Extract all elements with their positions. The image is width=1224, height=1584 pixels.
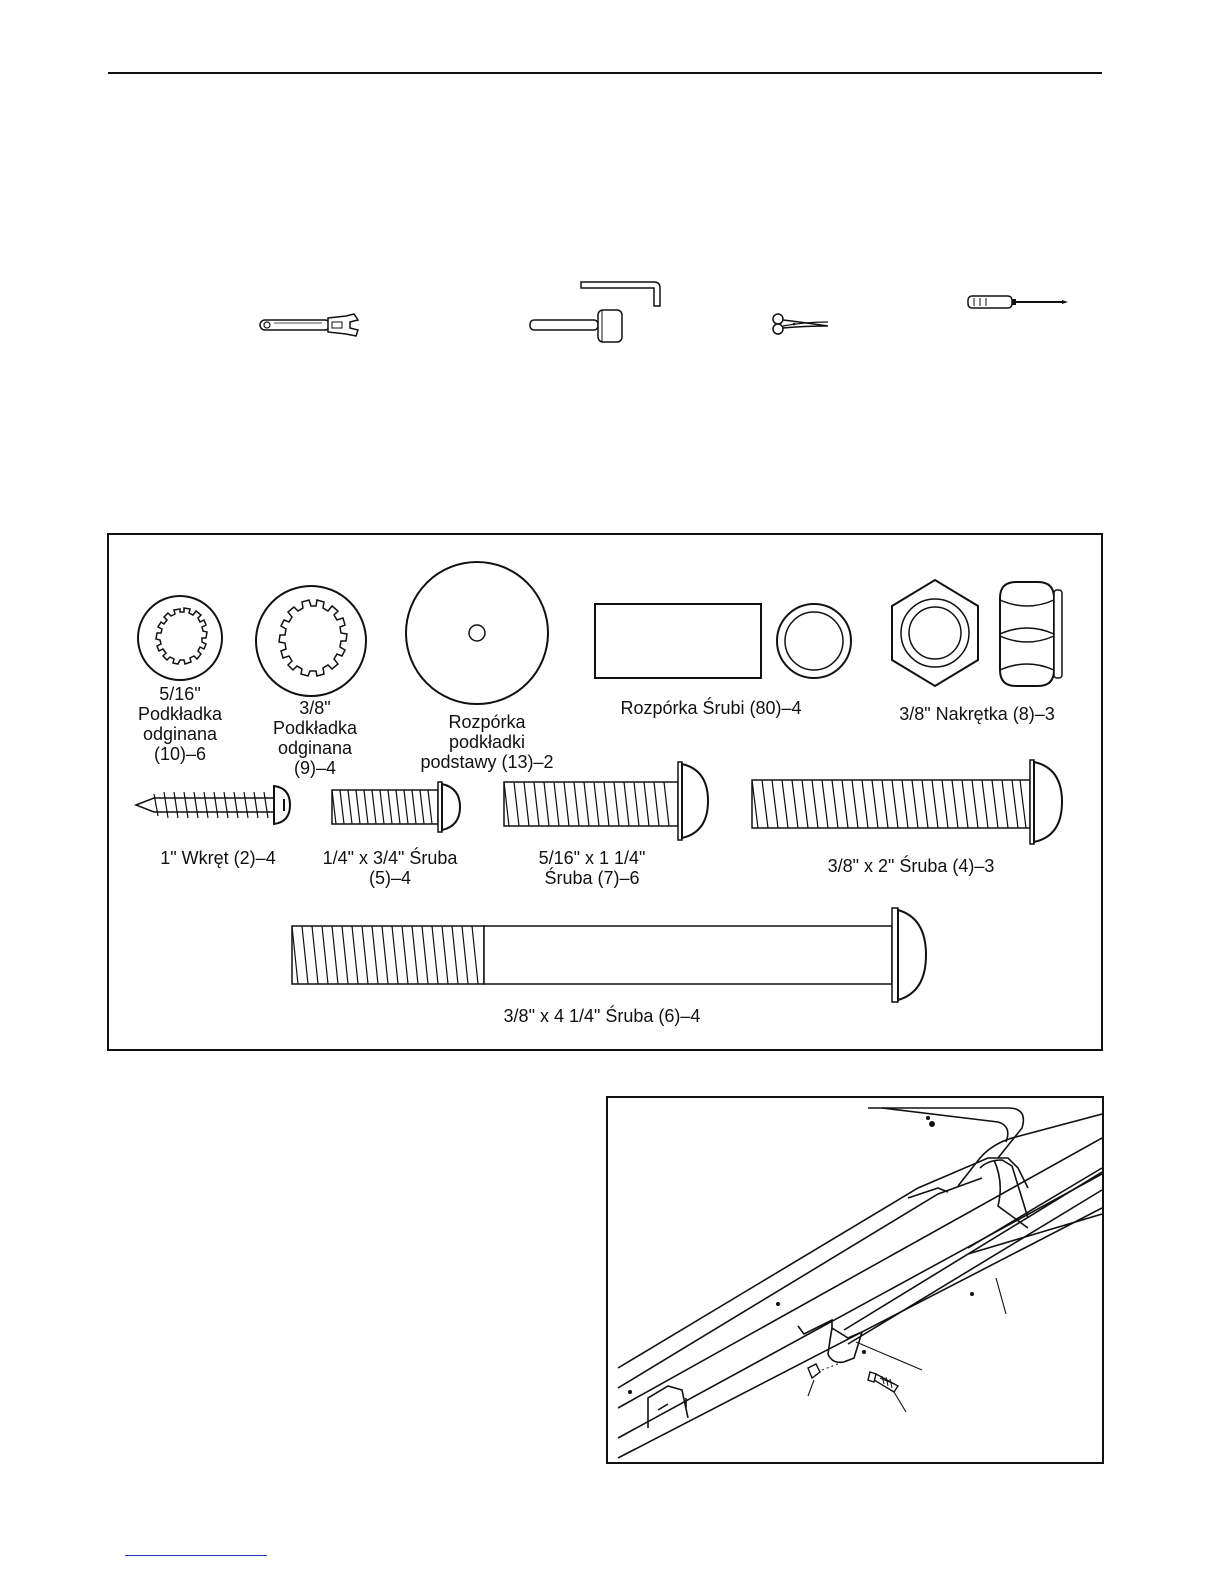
screw-2-icon xyxy=(134,782,294,828)
part-5-qty: (5)–4 xyxy=(308,868,472,888)
part-9-qty: (9)–4 xyxy=(250,758,380,778)
bolt-4-icon xyxy=(750,758,1066,846)
part-7-label: 5/16" x 1 1/4" Śruba (7)–6 xyxy=(512,848,672,888)
star-washer-10-icon xyxy=(136,594,224,682)
part-5-label: 1/4" x 3/4" Śruba (5)–4 xyxy=(308,848,472,888)
mallet-icon xyxy=(528,306,628,346)
part-8-name: 3/8" Nakrętka (8)–3 xyxy=(882,704,1072,724)
part-13-name-1: Rozpórka xyxy=(400,712,574,732)
header-rule xyxy=(108,72,1102,74)
footer-link-underline xyxy=(125,1555,267,1556)
part-7-size: 5/16" x 1 1/4" xyxy=(512,848,672,868)
treadmill-frame-drawing xyxy=(608,1098,1102,1462)
part-2-name: 1" Wkręt (2)–4 xyxy=(138,848,298,868)
part-10-size: 5/16" xyxy=(118,684,242,704)
nut-8-icon xyxy=(890,578,1066,692)
assembly-figure xyxy=(606,1096,1104,1464)
part-9-size: 3/8" xyxy=(250,698,380,718)
part-10-name-2: odginana xyxy=(118,724,242,744)
part-6-label: 3/8" x 4 1/4" Śruba (6)–4 xyxy=(482,1006,722,1026)
bolt-6-icon xyxy=(290,906,930,1004)
part-5-size: 1/4" x 3/4" Śruba xyxy=(308,848,472,868)
part-9-label: 3/8" Podkładka odginana (9)–4 xyxy=(250,698,380,778)
part-2-label: 1" Wkręt (2)–4 xyxy=(138,848,298,868)
scissors-icon xyxy=(770,312,832,336)
part-10-label: 5/16" Podkładka odginana (10)–6 xyxy=(118,684,242,764)
hex-key-icon xyxy=(578,278,666,308)
part-6-name: 3/8" x 4 1/4" Śruba (6)–4 xyxy=(482,1006,722,1026)
part-80-name: Rozpórka Śrubi (80)–4 xyxy=(606,698,816,718)
part-9-name-1: Podkładka xyxy=(250,718,380,738)
part-13-name-2: podkładki xyxy=(400,732,574,752)
bolt-7-icon xyxy=(502,760,712,842)
part-10-qty: (10)–6 xyxy=(118,744,242,764)
part-80-label: Rozpórka Śrubi (80)–4 xyxy=(606,698,816,718)
part-4-name: 3/8" x 2" Śruba (4)–3 xyxy=(806,856,1016,876)
part-7-name: Śruba (7)–6 xyxy=(512,868,672,888)
screwdriver-icon xyxy=(966,292,1070,312)
bolt-spacer-80-icon xyxy=(594,602,856,682)
star-washer-9-icon xyxy=(254,584,368,698)
part-9-name-2: odginana xyxy=(250,738,380,758)
adjustable-wrench-icon xyxy=(258,312,368,338)
bolt-5-icon xyxy=(330,780,464,834)
part-10-name-1: Podkładka xyxy=(118,704,242,724)
part-4-label: 3/8" x 2" Śruba (4)–3 xyxy=(806,856,1016,876)
base-spacer-13-icon xyxy=(404,560,550,706)
part-8-label: 3/8" Nakrętka (8)–3 xyxy=(882,704,1072,724)
